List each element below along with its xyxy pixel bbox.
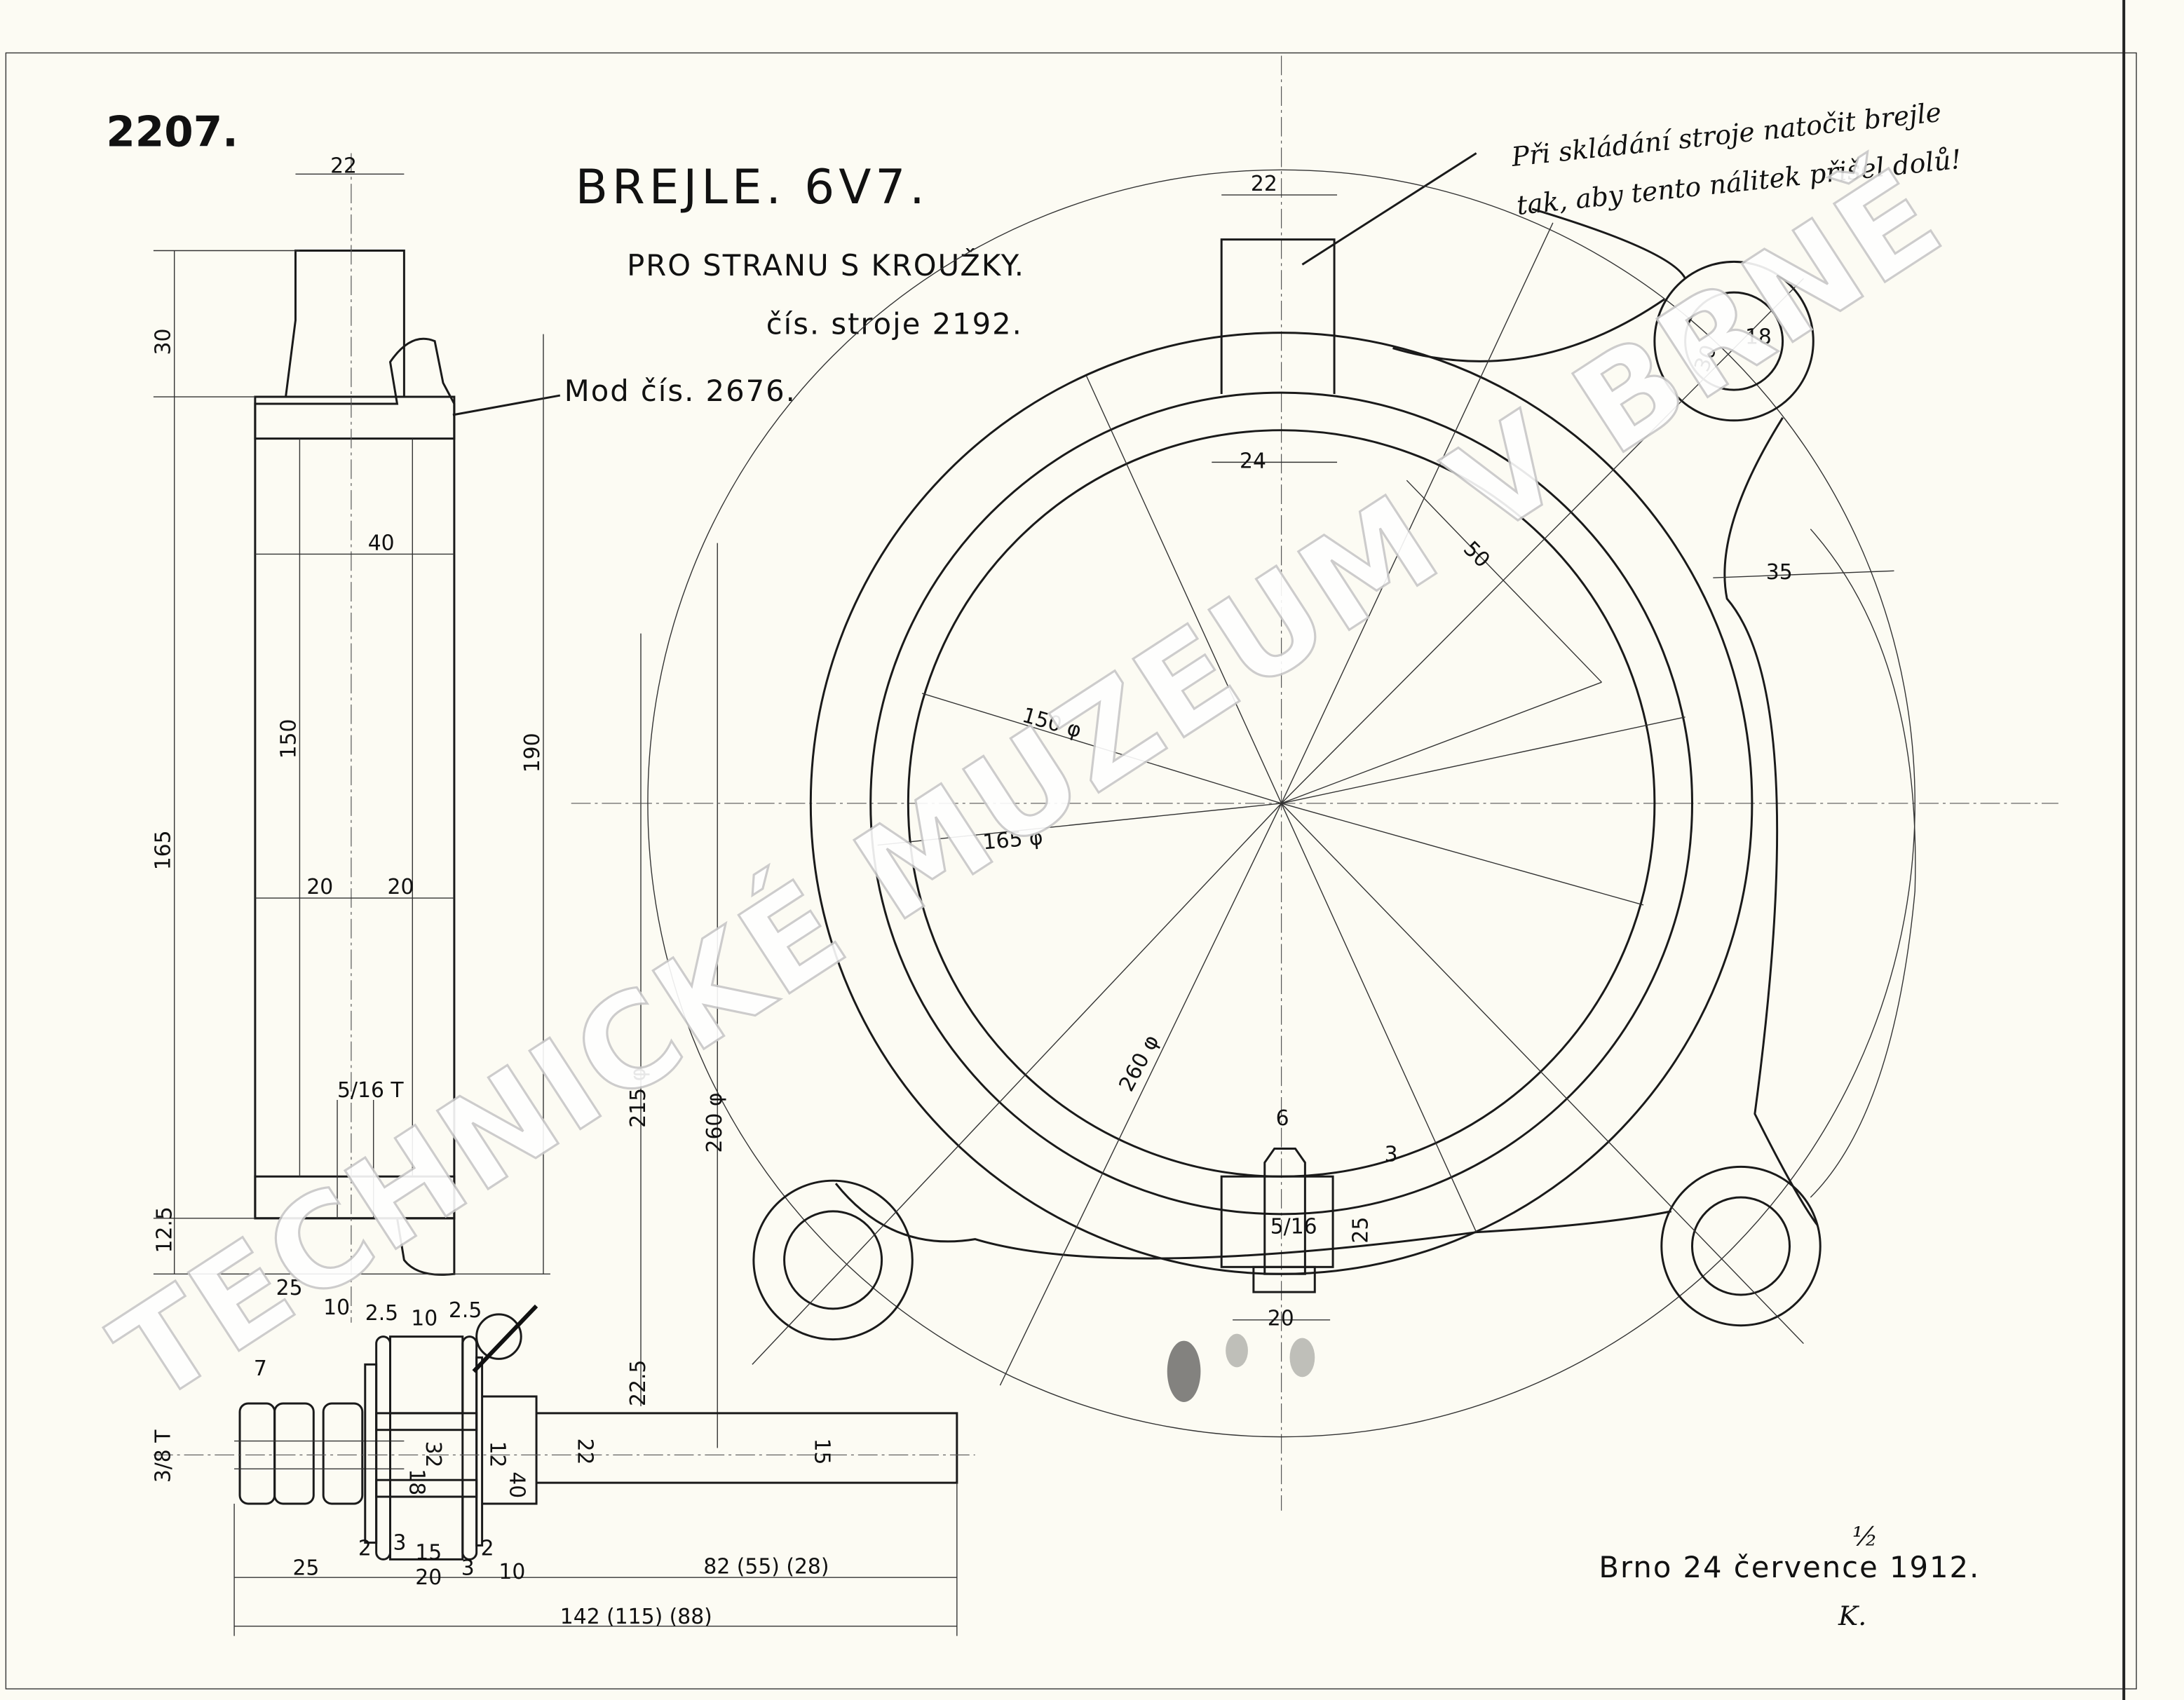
dim-label: 190 [520, 733, 545, 773]
dim-label: 40 [368, 531, 395, 556]
dim-label: 12 [485, 1441, 510, 1468]
leader-line [452, 394, 561, 416]
dim-label: 24 [1240, 449, 1266, 473]
dim-label: 7 [254, 1356, 267, 1381]
dim-label: 22 [330, 154, 357, 178]
dim-label: 18 [404, 1469, 428, 1495]
drawing-number: 2207. [106, 109, 238, 157]
sheet-border [5, 52, 2137, 1689]
ring-165 [869, 391, 1693, 1216]
dim-label: 10 [411, 1307, 438, 1331]
bolt-circle-260 [647, 169, 1915, 1438]
nut [238, 1402, 276, 1505]
dim-label: 82 (55) (28) [703, 1554, 829, 1579]
dim-label: 3 [1385, 1142, 1398, 1167]
dim-label: 2 [481, 1536, 494, 1560]
dim-label: 30 [151, 329, 176, 355]
dim-label: 35 [1766, 560, 1793, 585]
dim-label: 20 [388, 875, 414, 899]
dim-label: 260 φ [1114, 1031, 1164, 1095]
lug-bottom-right [1660, 1165, 1822, 1327]
ink-stain [1167, 1333, 1315, 1402]
dim-label: 12.5 [153, 1206, 177, 1253]
dim-label: 25 [276, 1276, 303, 1300]
dim-label: 20 [1268, 1307, 1294, 1331]
dim-label: 3 [461, 1556, 475, 1580]
dim-label: 20 [306, 875, 333, 899]
lug-top-right [1653, 260, 1815, 422]
dim-label: 260 φ [703, 1093, 727, 1153]
dim-label: 165 φ [982, 825, 1044, 855]
museum-watermark: TECHNICKÉ MUZEUM V BRNĚ [89, 140, 1968, 1432]
signature: K. [1838, 1600, 1866, 1631]
dim-label: 18 [1745, 325, 1772, 350]
dim-label: 150 [276, 719, 301, 759]
nut [273, 1402, 315, 1505]
dim-label: 2 [358, 1536, 372, 1560]
dim-label: 25 [292, 1556, 319, 1580]
side-view-dimensions: 22 30 40 150 190 165 20 20 5/16 T 12.5 2… [151, 154, 834, 1628]
dim-label: 142 (115) (88) [560, 1605, 712, 1629]
dim-label: 22 [573, 1439, 597, 1465]
place-date: Brno 24 července 1912. [1599, 1550, 1980, 1584]
drawing-title: BREJLE. 6V7. [576, 159, 929, 215]
bolt-assembly [153, 1304, 975, 1636]
dim-label: 215 φ [626, 1068, 651, 1128]
dim-label: 2.5 [449, 1298, 482, 1323]
nut [322, 1402, 364, 1505]
sheet-mark: ½ [1852, 1521, 1878, 1552]
dim-label: 25 [1349, 1217, 1374, 1244]
dim-label: 5/16 [1270, 1215, 1317, 1239]
dim-label: 22 [1251, 172, 1277, 196]
dim-label: 165 [151, 830, 176, 870]
machine-number: čís. stroje 2192. [766, 307, 1023, 341]
model-reference: Mod čís. 2676. [564, 374, 796, 408]
front-view [571, 55, 2058, 1511]
dim-label: 5/16 T [337, 1078, 404, 1103]
side-view [153, 153, 718, 1448]
dim-label: 32 [421, 1441, 445, 1468]
dim-label: 20 [415, 1565, 442, 1590]
lug-bottom-left [752, 1179, 914, 1341]
dim-label: 2.5 [365, 1301, 398, 1326]
note-leader [1301, 152, 1477, 266]
dim-label: 22.5 [626, 1360, 651, 1406]
drawing-subtitle: PRO STRANU S KROUŽKY. [627, 248, 1025, 283]
dim-label: 10 [323, 1296, 350, 1320]
dim-label: 10 [498, 1560, 525, 1584]
dim-label: 40 [504, 1471, 529, 1498]
dim-label: 3/8 T [151, 1429, 176, 1483]
dim-label: 3 [393, 1531, 406, 1556]
dim-label: 15 [809, 1439, 834, 1465]
top-boss [1220, 238, 1336, 395]
dim-label: 15 [415, 1540, 442, 1565]
dim-label: 6 [1276, 1106, 1289, 1131]
